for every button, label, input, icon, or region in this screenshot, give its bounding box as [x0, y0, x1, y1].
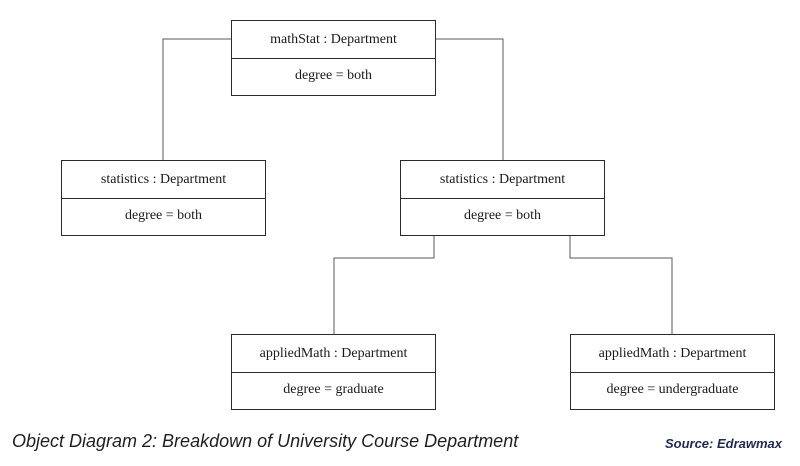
object-name: statistics : Department [401, 161, 604, 199]
object-name: statistics : Department [62, 161, 265, 199]
object-diagram [162, 38, 673, 334]
object-statistics-department-left: statistics : Department degree = both [61, 160, 266, 236]
connector-statistics-applied-undergraduate [569, 236, 673, 334]
object-name: appliedMath : Department [232, 335, 435, 373]
figure-caption: Object Diagram 2: Breakdown of Universit… [12, 431, 519, 451]
source-credit: Source: Edrawmax [664, 436, 782, 451]
object-attribute: degree = graduate [283, 382, 384, 397]
object-attribute: degree = both [124, 208, 203, 223]
object-attribute: degree = both [294, 68, 373, 83]
connector-statistics-applied-graduate [333, 236, 435, 334]
object-attribute: degree = undergraduate [606, 382, 739, 397]
connector-mathstat-statistics-left [162, 38, 231, 160]
object-attribute: degree = both [463, 208, 542, 223]
connector-mathstat-statistics-right [436, 38, 504, 160]
object-appliedmath-department-undergraduate: appliedMath : Department degree = underg… [570, 334, 775, 410]
object-name: appliedMath : Department [571, 335, 774, 373]
object-appliedmath-department-graduate: appliedMath : Department degree = gradua… [231, 334, 436, 410]
object-mathstat-department: mathStat : Department degree = both [231, 20, 436, 96]
object-name: mathStat : Department [232, 21, 435, 59]
object-statistics-department-right: statistics : Department degree = both [400, 160, 605, 236]
